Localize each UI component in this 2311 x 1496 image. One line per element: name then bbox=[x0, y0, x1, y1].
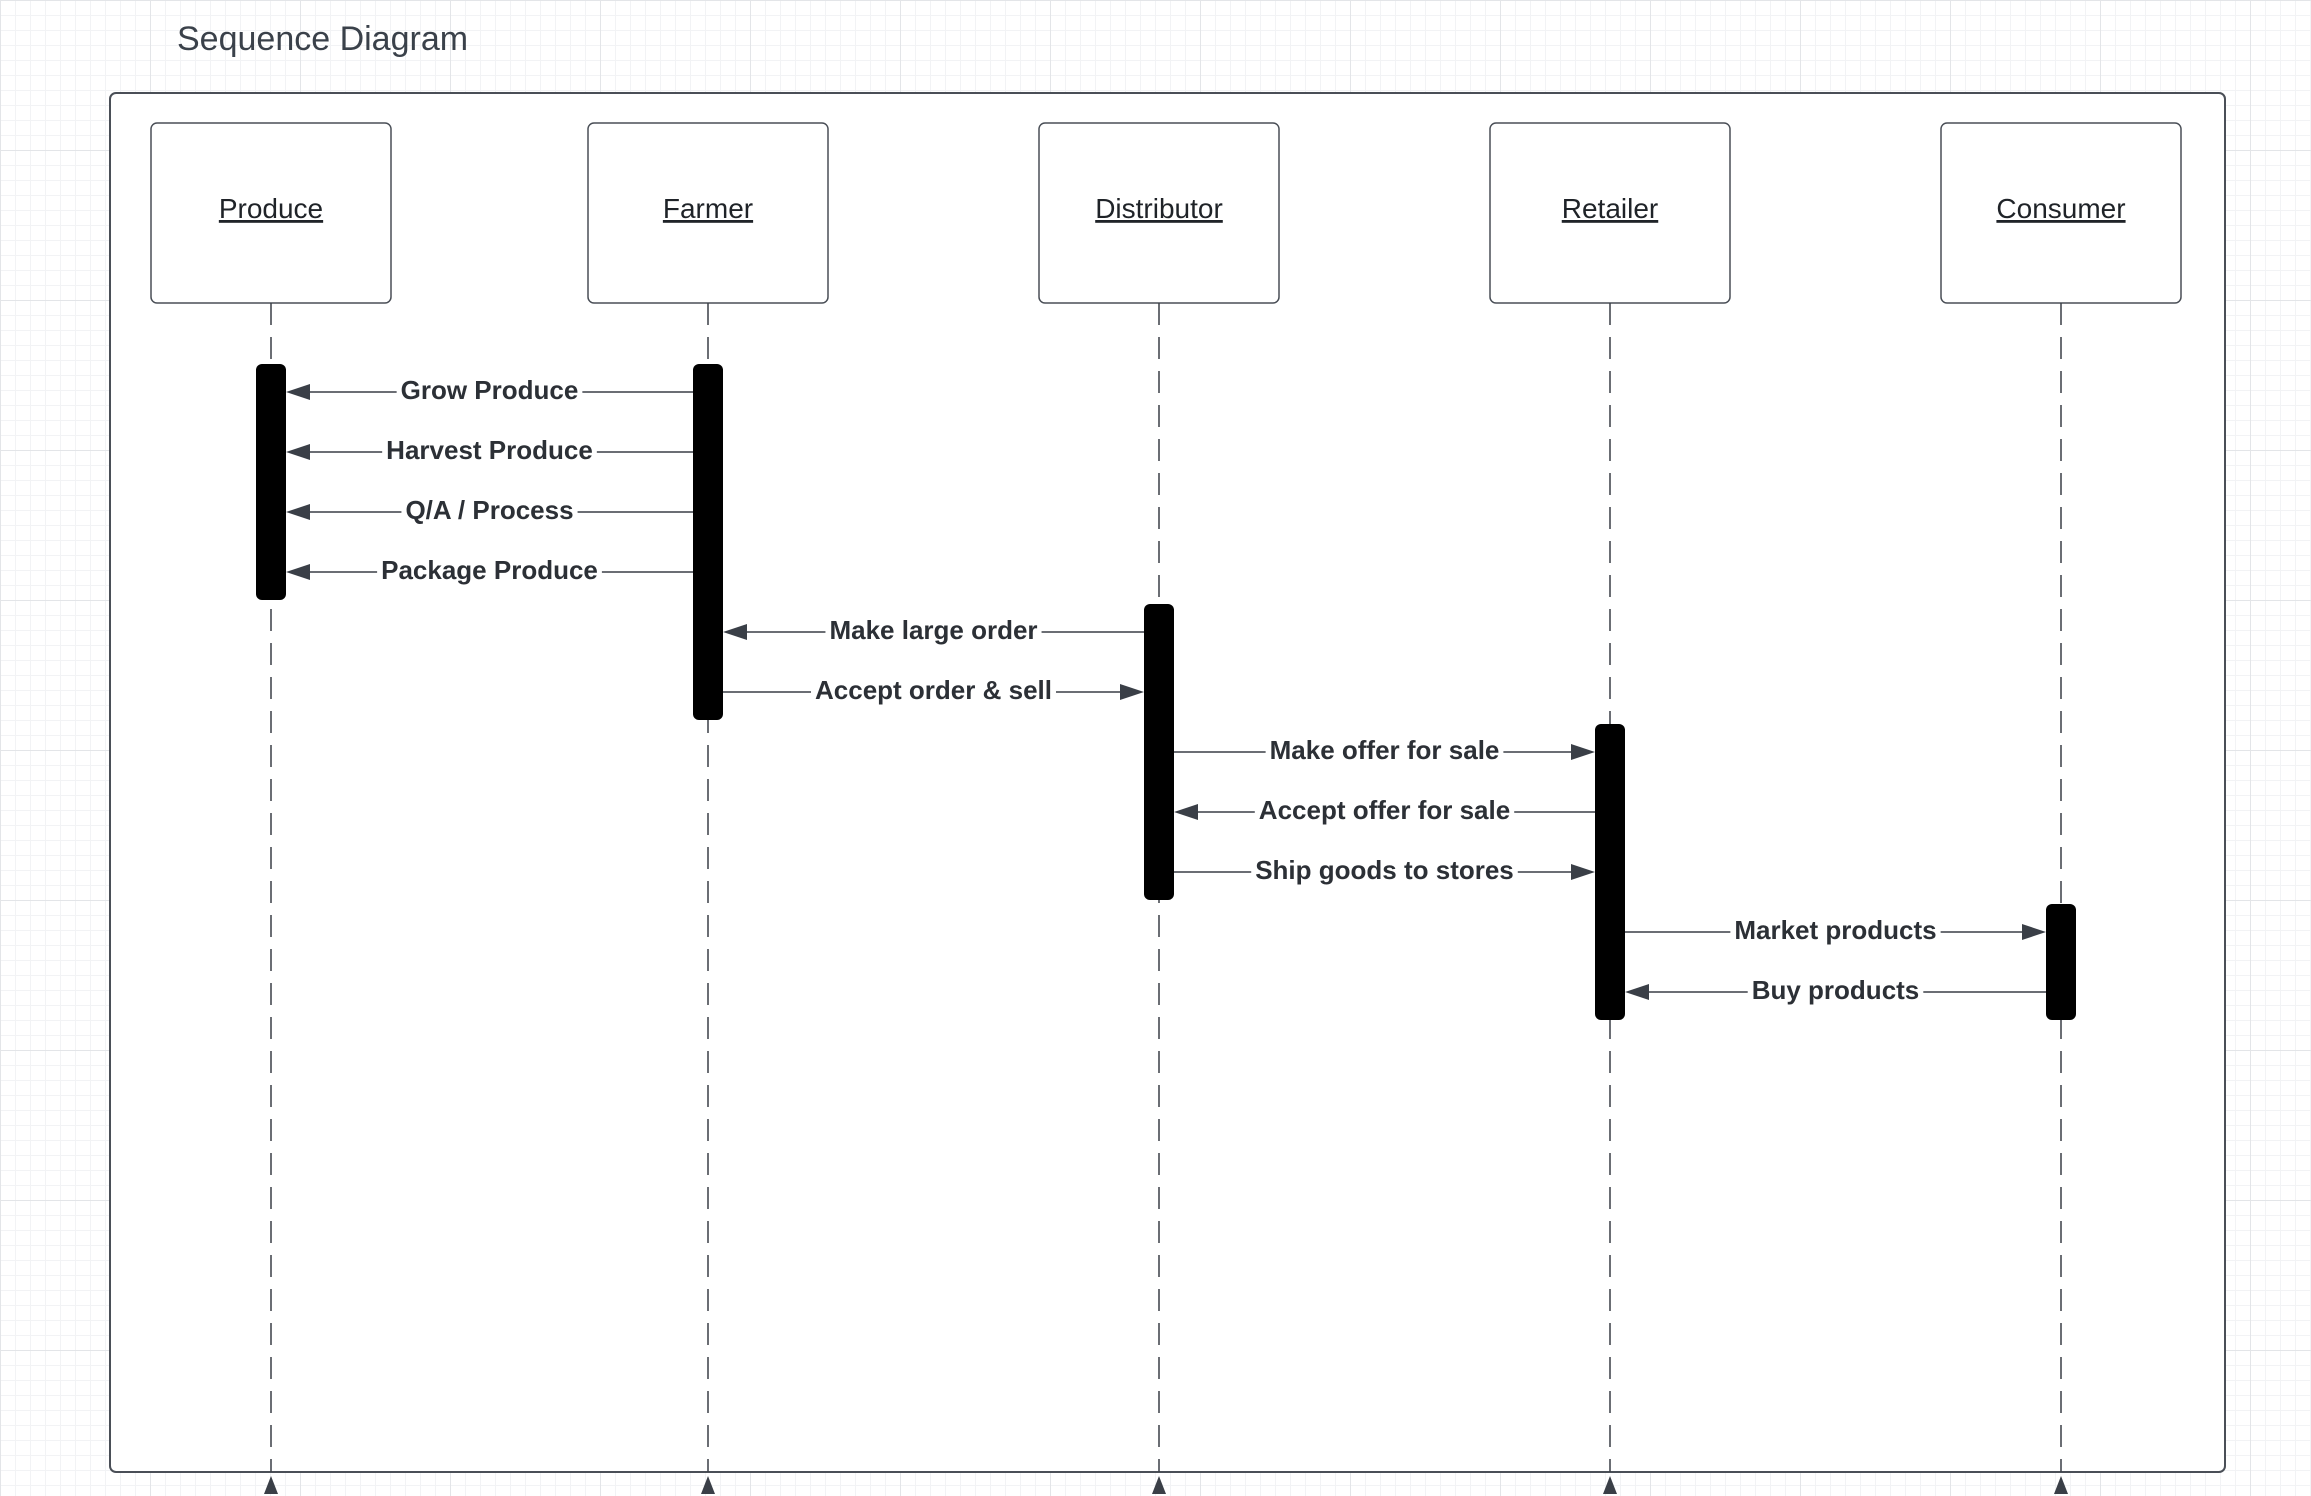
activation-bar-consumer[interactable] bbox=[2046, 904, 2076, 1020]
message-11[interactable]: Buy products bbox=[1625, 975, 2046, 1006]
message-label-background bbox=[1265, 738, 1504, 766]
message-label-background bbox=[1747, 978, 1924, 1006]
message-label-background bbox=[382, 438, 597, 466]
activation-bar-retailer[interactable] bbox=[1595, 724, 1625, 1020]
activation-bars bbox=[256, 364, 2076, 1020]
message-5[interactable]: Make large order bbox=[723, 615, 1144, 646]
lifeline-label-produce: Produce bbox=[219, 193, 323, 224]
activation-bar-distributor[interactable] bbox=[1144, 604, 1174, 900]
message-label: Market products bbox=[1734, 915, 1936, 945]
message-2[interactable]: Harvest Produce bbox=[286, 435, 693, 466]
message-label-background bbox=[396, 378, 583, 406]
message-3[interactable]: Q/A / Process bbox=[286, 495, 693, 526]
message-8[interactable]: Accept offer for sale bbox=[1174, 795, 1595, 826]
message-9[interactable]: Ship goods to stores bbox=[1174, 855, 1595, 886]
message-arrowhead bbox=[286, 564, 310, 580]
lifelines: Produce Farmer Distributor Retailer Consumer bbox=[150, 122, 2182, 1494]
message-6[interactable]: Accept order & sell bbox=[723, 675, 1144, 706]
activation-bar-produce[interactable] bbox=[256, 364, 286, 600]
lifeline-label-distributor: Distributor bbox=[1095, 193, 1223, 224]
lifeline-label-consumer: Consumer bbox=[1996, 193, 2125, 224]
message-arrowhead bbox=[2022, 924, 2046, 940]
lifeline-end-marker-consumer bbox=[2054, 1476, 2068, 1494]
message-4[interactable]: Package Produce bbox=[286, 555, 693, 586]
message-label: Buy products bbox=[1752, 975, 1920, 1005]
lifeline-label-retailer: Retailer bbox=[1562, 193, 1658, 224]
lifeline-retailer[interactable]: Retailer bbox=[1489, 122, 1731, 1494]
lifeline-farmer[interactable]: Farmer bbox=[587, 122, 829, 1494]
message-label: Grow Produce bbox=[401, 375, 579, 405]
message-arrowhead bbox=[1120, 684, 1144, 700]
message-7[interactable]: Make offer for sale bbox=[1174, 735, 1595, 766]
message-label-background bbox=[811, 678, 1056, 706]
message-1[interactable]: Grow Produce bbox=[286, 375, 693, 406]
lifeline-end-marker-retailer bbox=[1603, 1476, 1617, 1494]
message-label-background bbox=[1730, 918, 1941, 946]
message-label-background bbox=[401, 498, 578, 526]
message-arrowhead bbox=[1571, 744, 1595, 760]
lifeline-consumer[interactable]: Consumer bbox=[1940, 122, 2182, 1494]
message-label: Ship goods to stores bbox=[1255, 855, 1514, 885]
message-label: Accept order & sell bbox=[815, 675, 1052, 705]
message-label: Make large order bbox=[829, 615, 1037, 645]
message-label: Package Produce bbox=[381, 555, 598, 585]
message-label: Q/A / Process bbox=[405, 495, 573, 525]
lifeline-end-marker-distributor bbox=[1152, 1476, 1166, 1494]
message-label-background bbox=[825, 618, 1042, 646]
message-arrowhead bbox=[286, 384, 310, 400]
lifeline-end-marker-produce bbox=[264, 1476, 278, 1494]
message-arrowhead bbox=[1625, 984, 1649, 1000]
diagram-title: Sequence Diagram bbox=[177, 20, 469, 58]
message-label-background bbox=[377, 558, 602, 586]
lifeline-end-marker-farmer bbox=[701, 1476, 715, 1494]
message-label-background bbox=[1251, 858, 1518, 886]
message-label: Harvest Produce bbox=[386, 435, 593, 465]
message-10[interactable]: Market products bbox=[1625, 915, 2046, 946]
message-label-background bbox=[1254, 798, 1515, 826]
message-label: Accept offer for sale bbox=[1259, 795, 1510, 825]
lifeline-label-farmer: Farmer bbox=[663, 193, 753, 224]
message-arrowhead bbox=[1174, 804, 1198, 820]
message-arrowhead bbox=[723, 624, 747, 640]
message-arrowhead bbox=[1571, 864, 1595, 880]
message-arrowhead bbox=[286, 444, 310, 460]
lifeline-produce[interactable]: Produce bbox=[150, 122, 392, 1494]
activation-bar-farmer[interactable] bbox=[693, 364, 723, 720]
message-label: Make offer for sale bbox=[1270, 735, 1500, 765]
message-arrowhead bbox=[286, 504, 310, 520]
